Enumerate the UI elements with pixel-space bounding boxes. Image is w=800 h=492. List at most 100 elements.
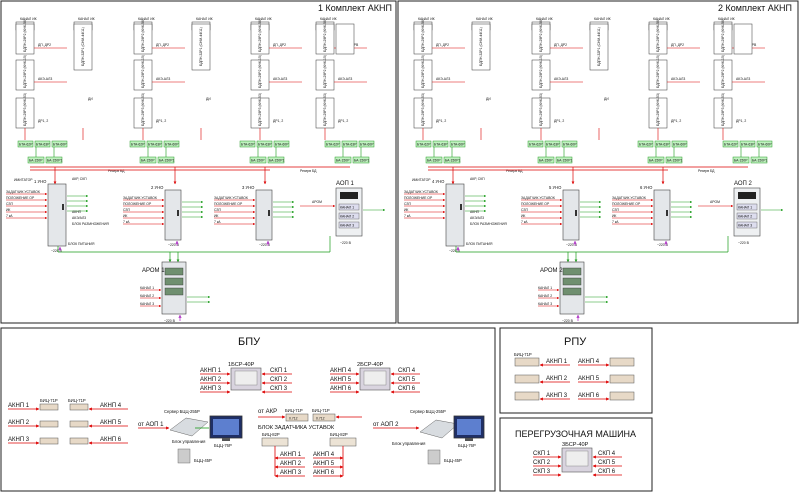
input-label: СЗП — [6, 202, 13, 206]
from-aop2: от АОП 2 — [373, 422, 399, 428]
line-label: АКЭ-АЛ3 — [554, 77, 568, 81]
bta-label: БТА-62Р — [639, 143, 653, 147]
bta-module — [17, 140, 34, 148]
arom-slot — [164, 267, 184, 276]
input-label: ПОЛОЖЕНИЕ ОР — [521, 202, 550, 206]
voltage-label: ~220 В — [562, 319, 574, 323]
keyboard1 — [177, 448, 191, 464]
input-label: ПОЛОЖЕНИЕ ОР — [214, 202, 243, 206]
input-label: ПОЛОЖЕНИЕ ОР — [123, 202, 152, 206]
bta-module — [341, 140, 358, 148]
line-label: ДП, ДР2 — [156, 43, 169, 47]
rpu-row2-right: АКНП 5 — [578, 376, 600, 382]
bta-label: БТА-60Р — [275, 143, 289, 147]
bta-module — [527, 140, 544, 148]
uno-handle — [575, 210, 577, 216]
voltage-label: ~220 В — [259, 243, 271, 247]
rpu-row1-left: АКНП 1 — [546, 359, 568, 365]
aop-channel — [338, 212, 360, 220]
aop-channel-label: КАНАЛ 2 — [340, 215, 354, 219]
bta-label: БТА-60Р — [360, 143, 374, 147]
bta-label: БТА-62Р — [326, 143, 340, 147]
line-label: ДР1, 2 — [156, 119, 166, 123]
monitor2-label: БЦЦ-76Р — [458, 443, 476, 448]
bta-label: БТА-60Р — [165, 143, 179, 147]
voltage-label: ~220 В — [449, 249, 461, 253]
pm-skp-5: СКП 5 — [598, 460, 616, 466]
bpu-aknp-4: АКНП 4 — [100, 403, 122, 409]
blockctrl2-label: Блок управления — [392, 441, 425, 446]
channel-label: КАНАЛ ИК — [196, 17, 213, 21]
input-label: 7 кА — [521, 220, 528, 224]
bzu-aknp-3: АКНП 3 — [280, 470, 302, 476]
aop-channel-label: КАНАЛ 1 — [738, 206, 752, 210]
bta-module — [561, 140, 578, 148]
from-aop1: от АОП 1 — [138, 422, 164, 428]
bta-label: БТА-62Р — [241, 143, 255, 147]
bsr1-skp-3: СКП 3 — [270, 386, 288, 392]
input-label: ЗАДАТЧИК УСТАВОК — [123, 196, 157, 200]
input-label: 7 кА — [123, 220, 130, 224]
bzu-aknp-1: АКНП 1 — [280, 452, 302, 458]
reserve-bd-label: Резерв БД — [506, 169, 523, 173]
bsr2-aknp-4: АКНП 4 — [330, 368, 352, 374]
detector-box — [531, 59, 551, 91]
input-label: СЗП — [214, 208, 221, 212]
bsr2-skp-6: СКП 6 — [398, 386, 416, 392]
detector-label: БДПН-29Р2 (КНК-15) — [656, 55, 660, 88]
bits-label-1: БИЦ-71Р — [40, 398, 58, 403]
detector-label: БДПН-29Р2 (КНК-56) — [656, 19, 660, 52]
bsr1-skp-2: СКП 2 — [270, 377, 288, 383]
detector-label: БДПН-29Р2 (КНК-56) — [721, 19, 725, 52]
channel-label: КАНАЛ ИК — [476, 17, 493, 21]
input-label: ИК — [404, 208, 408, 212]
bits71-mid-module-2 — [312, 413, 336, 422]
ba-label: БА-150Р — [29, 159, 43, 163]
bta-label: БТА-60Р — [53, 143, 67, 147]
input-label: СЗП — [123, 208, 130, 212]
uno-label: 2 УНО — [151, 185, 164, 190]
aop-channel — [338, 203, 360, 211]
uno-label: 1 УНО — [34, 179, 47, 184]
voltage-label: ~220 В — [566, 243, 578, 247]
uno-cabinet — [47, 183, 67, 247]
detector-box — [413, 23, 433, 55]
uno-handle — [460, 204, 462, 210]
detector-label: БДПН-29Р3 (КНК-53) — [539, 93, 543, 126]
bits-module — [69, 403, 89, 411]
panel-k1-title: 1 Комплект АКНП — [318, 3, 392, 13]
bzu-label: БЛОК ЗАДАТЧИКА УСТАВОК — [258, 425, 335, 431]
bpu-section: БИЦ-71Р БИЦ-71Р АКНП 1 АКНП 2 АКНП 3 АКН… — [8, 362, 485, 478]
uno-label: 5 УНО — [549, 185, 562, 190]
input-label: СЗП — [612, 208, 619, 212]
line-label: ДР1, 2 — [273, 119, 283, 123]
bta-module — [756, 140, 773, 148]
input-label: 7 кА — [612, 220, 619, 224]
bta-label: БТА-63Р — [741, 143, 755, 147]
ba-label: БА-150Р1 — [445, 159, 460, 163]
keyboard2-label: БЦЦ-45Р — [444, 458, 462, 463]
bsr1-aknp-3: АКНП 3 — [200, 386, 222, 392]
panel-pm-frame — [499, 417, 653, 492]
detector-label: БДПН-29Р3 (КНК-53) — [323, 93, 327, 126]
line-label: АКЭ-АЛ3 — [436, 77, 450, 81]
line-label: ДИ — [486, 97, 491, 101]
imitator-label: ИМИТАТОР — [412, 178, 431, 182]
input-label: СЗП — [404, 202, 411, 206]
bits71-mid-module-1 — [285, 413, 309, 422]
bta-module — [358, 140, 375, 148]
arom-slot — [164, 287, 184, 296]
bpu-left-rows: АКНП 1 АКНП 2 АКНП 3 АКНП 4 АКНП 5 АКНП … — [8, 403, 128, 445]
bta-label: БТА-63Р — [434, 143, 448, 147]
bta-module — [449, 140, 466, 148]
arom-input-label: КАНАЛ 3 — [538, 302, 552, 306]
bzu-aknp-2: АКНП 2 — [280, 461, 302, 467]
bpu-aknp-1: АКНП 1 — [8, 403, 30, 409]
bits82-1: БИЦ-82Р — [262, 432, 280, 437]
rpu-row2-left: АКНП 2 — [546, 376, 568, 382]
ba-label: БА-150Р — [734, 159, 748, 163]
detector-box — [73, 23, 93, 71]
bta-module — [415, 140, 432, 148]
channel-label: КАНАЛ ИК — [653, 17, 670, 21]
detector-label: БДПН-29Р2 (КНК-15) — [23, 55, 27, 88]
